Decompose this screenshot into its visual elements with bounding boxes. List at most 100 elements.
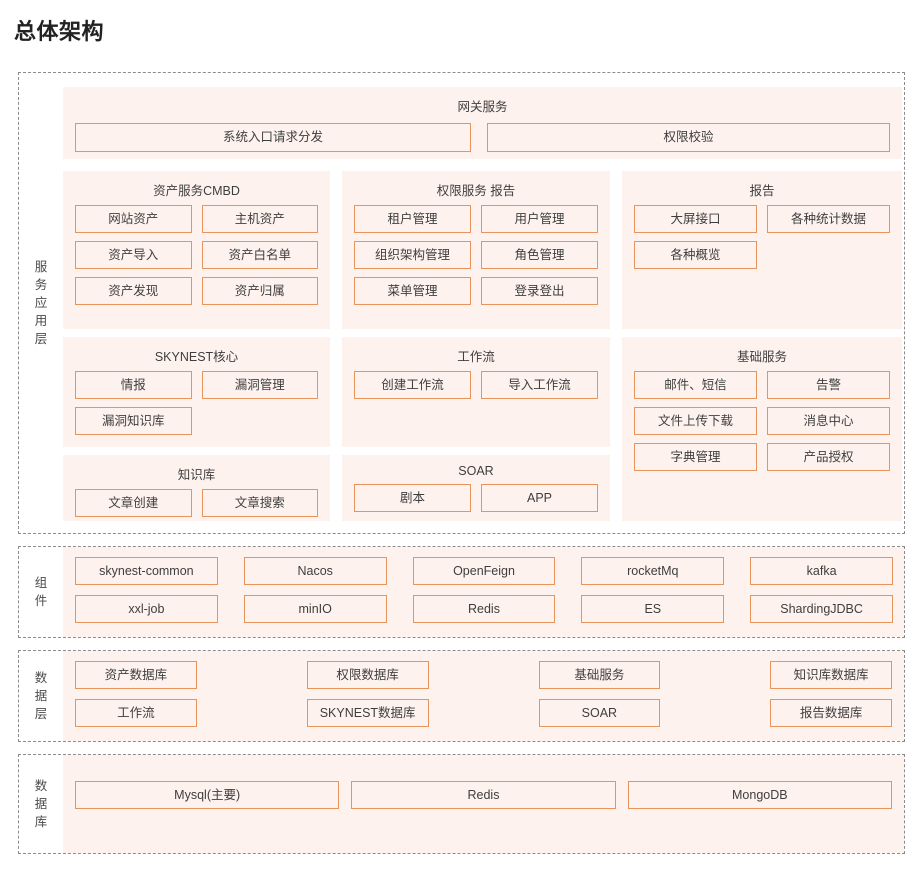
panel-knowledge-base-title: 知识库 (177, 468, 216, 482)
data-skynest-db[interactable]: SKYNEST数据库 (306, 699, 429, 727)
component-shardingjdbc[interactable]: ShardingJDBC (750, 595, 893, 623)
service-layer-label: 服务应用层 (19, 73, 63, 533)
panel-asset-service-items: 网站资产 主机资产 资产导入 资产白名单 资产发现 资产归属 (63, 199, 330, 315)
data-knowledge-db[interactable]: 知识库数据库 (770, 661, 892, 689)
component-openfeign[interactable]: OpenFeign (412, 557, 556, 585)
gateway-panel: 网关服务 系统入口请求分发 权限校验 (63, 87, 902, 159)
data-permission-db[interactable]: 权限数据库 (306, 661, 429, 689)
data-layer-label-text: 数据层 (34, 670, 48, 722)
item-login-logout[interactable]: 登录登出 (481, 277, 598, 305)
data-layer-grid: 资产数据库 权限数据库 基础服务 知识库数据库 工作流 SKYNEST数据库 S… (75, 661, 894, 727)
panel-workflow-items: 创建工作流 导入工作流 (342, 365, 610, 409)
item-asset-import[interactable]: 资产导入 (75, 241, 192, 269)
item-import-workflow[interactable]: 导入工作流 (481, 371, 598, 399)
item-message-center[interactable]: 消息中心 (767, 407, 890, 435)
component-es[interactable]: ES (581, 595, 725, 623)
data-layer-label: 数据层 (19, 651, 63, 741)
item-host-asset[interactable]: 主机资产 (201, 205, 318, 233)
components-layer: 组件 skynest-common Nacos OpenFeign rocket… (18, 546, 905, 638)
components-layer-body: skynest-common Nacos OpenFeign rocketMq … (63, 547, 904, 637)
database-grid: Mysql(主要) Redis MongoDB (75, 781, 892, 809)
component-xxl-job[interactable]: xxl-job (75, 595, 218, 623)
item-vulnerability-knowledge-base[interactable]: 漏洞知识库 (75, 407, 192, 435)
item-asset-discovery[interactable]: 资产发现 (75, 277, 192, 305)
database-layer-label: 数据库 (19, 755, 63, 853)
item-website-asset[interactable]: 网站资产 (75, 205, 192, 233)
component-skynest-common[interactable]: skynest-common (75, 557, 218, 585)
service-panels-grid: 资产服务CMBD 网站资产 主机资产 资产导入 资产白名单 资产发现 资产归属 … (63, 171, 902, 521)
component-minio[interactable]: minIO (243, 595, 387, 623)
component-kafka[interactable]: kafka (750, 557, 893, 585)
panel-asset-service: 资产服务CMBD 网站资产 主机资产 资产导入 资产白名单 资产发现 资产归属 (63, 171, 330, 329)
service-layer-body: 网关服务 系统入口请求分发 权限校验 资产服务CMBD 网站资产 主机资产 资产… (63, 73, 904, 533)
panel-knowledge-base-items: 文章创建 文章搜索 (63, 483, 330, 527)
panel-report-title: 报告 (749, 184, 775, 198)
item-app[interactable]: APP (481, 484, 598, 512)
item-asset-whitelist[interactable]: 资产白名单 (201, 241, 318, 269)
panel-knowledge-base: 知识库 文章创建 文章搜索 (63, 455, 330, 521)
item-vulnerability-management[interactable]: 漏洞管理 (201, 371, 318, 399)
item-playbook[interactable]: 剧本 (354, 484, 471, 512)
database-mysql[interactable]: Mysql(主要) (75, 781, 340, 809)
database-mongodb[interactable]: MongoDB (627, 781, 892, 809)
panel-workflow: 工作流 创建工作流 导入工作流 (342, 337, 610, 447)
components-layer-label-text: 组件 (34, 575, 48, 608)
item-org-structure-management[interactable]: 组织架构管理 (354, 241, 471, 269)
data-layer: 数据层 资产数据库 权限数据库 基础服务 知识库数据库 工作流 SKYNEST数… (18, 650, 905, 742)
database-layer-body: Mysql(主要) Redis MongoDB (63, 755, 904, 853)
component-redis[interactable]: Redis (412, 595, 556, 623)
item-overviews[interactable]: 各种概览 (634, 241, 757, 269)
component-rocketmq[interactable]: rocketMq (581, 557, 725, 585)
panel-skynest-core-items: 情报 漏洞管理 漏洞知识库 (63, 365, 330, 445)
panel-basic-service-title: 基础服务 (736, 350, 787, 364)
database-redis[interactable]: Redis (351, 781, 616, 809)
item-article-search[interactable]: 文章搜索 (201, 489, 318, 517)
data-soar[interactable]: SOAR (538, 699, 661, 727)
item-product-authorization[interactable]: 产品授权 (767, 443, 890, 471)
panel-report-items: 大屏接口 各种统计数据 各种概览 (622, 199, 902, 279)
data-report-db[interactable]: 报告数据库 (770, 699, 892, 727)
item-tenant-management[interactable]: 租户管理 (354, 205, 471, 233)
item-alarm[interactable]: 告警 (767, 371, 890, 399)
components-grid: skynest-common Nacos OpenFeign rocketMq … (75, 557, 894, 623)
item-role-management[interactable]: 角色管理 (481, 241, 598, 269)
component-nacos[interactable]: Nacos (243, 557, 387, 585)
components-layer-label: 组件 (19, 547, 63, 637)
panel-skynest-core: SKYNEST核心 情报 漏洞管理 漏洞知识库 (63, 337, 330, 447)
item-user-management[interactable]: 用户管理 (481, 205, 598, 233)
service-application-layer: 服务应用层 网关服务 系统入口请求分发 权限校验 资产服务CMBD 网站资产 主… (18, 72, 905, 534)
gateway-panel-title: 网关服务 (457, 100, 508, 114)
data-asset-db[interactable]: 资产数据库 (75, 661, 197, 689)
panel-basic-service-items: 邮件、短信 告警 文件上传下载 消息中心 字典管理 产品授权 (622, 365, 902, 481)
item-bigscreen-api[interactable]: 大屏接口 (634, 205, 757, 233)
item-statistics-data[interactable]: 各种统计数据 (767, 205, 890, 233)
item-menu-management[interactable]: 菜单管理 (354, 277, 471, 305)
gateway-items: 系统入口请求分发 权限校验 (63, 115, 902, 152)
item-article-create[interactable]: 文章创建 (75, 489, 192, 517)
gateway-item-request-dispatch[interactable]: 系统入口请求分发 (75, 123, 471, 152)
item-file-upload-download[interactable]: 文件上传下载 (634, 407, 757, 435)
item-asset-ownership[interactable]: 资产归属 (201, 277, 318, 305)
panel-soar-title: SOAR (458, 464, 494, 478)
database-layer: 数据库 Mysql(主要) Redis MongoDB (18, 754, 905, 854)
panel-report: 报告 大屏接口 各种统计数据 各种概览 (622, 171, 902, 329)
item-intelligence[interactable]: 情报 (75, 371, 192, 399)
database-layer-label-text: 数据库 (34, 778, 48, 830)
panel-asset-service-title: 资产服务CMBD (153, 184, 240, 198)
panel-permission-service: 权限服务 报告 租户管理 用户管理 组织架构管理 角色管理 菜单管理 登录登出 (342, 171, 610, 329)
item-email-sms[interactable]: 邮件、短信 (634, 371, 757, 399)
item-dictionary-management[interactable]: 字典管理 (634, 443, 757, 471)
panel-soar: SOAR 剧本 APP (342, 455, 610, 521)
data-workflow[interactable]: 工作流 (75, 699, 197, 727)
panel-basic-service: 基础服务 邮件、短信 告警 文件上传下载 消息中心 字典管理 产品授权 (622, 337, 902, 521)
panel-soar-items: 剧本 APP (342, 478, 610, 522)
panel-permission-service-title: 权限服务 报告 (436, 184, 516, 198)
gateway-item-permission-check[interactable]: 权限校验 (487, 123, 890, 152)
panel-skynest-core-title: SKYNEST核心 (154, 350, 239, 364)
data-basic-service[interactable]: 基础服务 (538, 661, 661, 689)
service-layer-label-text: 服务应用层 (34, 259, 48, 347)
panel-permission-service-items: 租户管理 用户管理 组织架构管理 角色管理 菜单管理 登录登出 (342, 199, 610, 315)
data-layer-body: 资产数据库 权限数据库 基础服务 知识库数据库 工作流 SKYNEST数据库 S… (63, 651, 904, 741)
page-title: 总体架构 (14, 19, 105, 44)
item-create-workflow[interactable]: 创建工作流 (354, 371, 471, 399)
